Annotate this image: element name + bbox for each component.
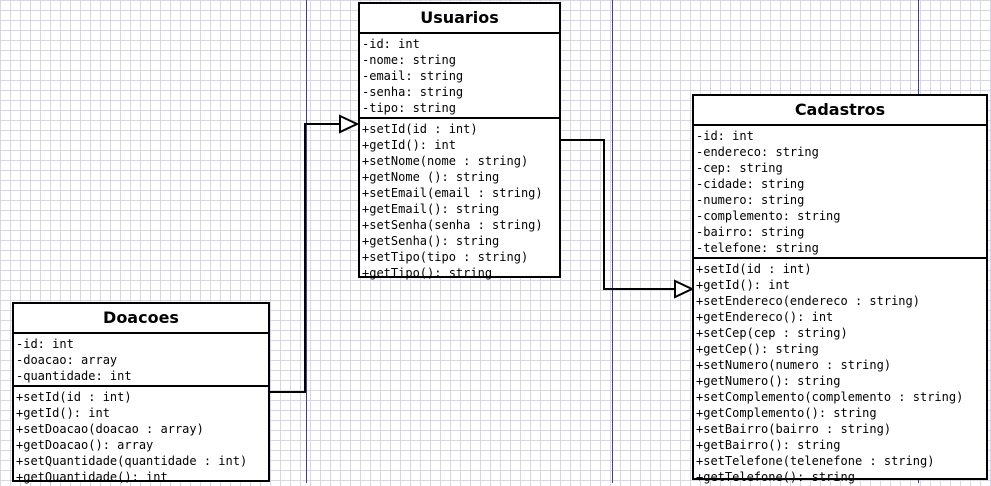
method: +setId(id : int) xyxy=(696,262,812,276)
class-name: Doacoes xyxy=(14,304,268,334)
method: +getTelefone(): string xyxy=(696,470,855,484)
method: +setId(id : int) xyxy=(16,390,132,404)
method: +setSenha(senha : string) xyxy=(362,218,543,232)
method: +getNumero(): string xyxy=(696,374,841,388)
attribute: -nome: string xyxy=(362,53,456,67)
method: +getTipo(): string xyxy=(362,266,493,280)
attribute: -complemento: string xyxy=(696,209,841,223)
method: +setBairro(bairro : string) xyxy=(696,422,892,436)
attribute: -tipo: string xyxy=(362,101,456,115)
method: +setTipo(tipo : string) xyxy=(362,250,529,264)
method: +setNome(nome : string) xyxy=(362,154,529,168)
method: +setComplemento(complemento : string) xyxy=(696,390,964,404)
attribute: -doacao: array xyxy=(16,353,118,367)
class-usuarios[interactable]: Usuarios -id: int -nome: string -email: … xyxy=(358,2,561,280)
method: +getBairro(): string xyxy=(696,438,841,452)
attribute: -telefone: string xyxy=(696,241,819,255)
class-name: Usuarios xyxy=(360,4,559,34)
method: +getId(): int xyxy=(16,406,110,420)
methods-section: +setId(id : int) +getId(): int +setDoaca… xyxy=(14,385,268,486)
method: +getSenha(): string xyxy=(362,234,500,248)
method: +getDoacao(): array xyxy=(16,438,154,452)
attribute: -cep: string xyxy=(696,161,783,175)
attributes-section: -id: int -nome: string -email: string -s… xyxy=(360,34,559,117)
class-doacoes[interactable]: Doacoes -id: int -doacao: array -quantid… xyxy=(12,302,270,484)
generalization-connector-doacoes-usuarios[interactable] xyxy=(269,123,340,393)
method: +getNome (): string xyxy=(362,170,500,184)
method: +setTelefone(telenefone : string) xyxy=(696,454,935,468)
method: +setId(id : int) xyxy=(362,122,478,136)
method: +setEmail(email : string) xyxy=(362,186,543,200)
method: +getQuantidade(): int xyxy=(16,470,168,484)
attribute: -senha: string xyxy=(362,85,464,99)
generalization-connector-usuarios-cadastros[interactable] xyxy=(560,139,675,290)
attribute: -quantidade: int xyxy=(16,369,132,383)
page-boundary-line xyxy=(612,0,613,483)
method: +getId(): int xyxy=(696,278,790,292)
method: +setNumero(numero : string) xyxy=(696,358,892,372)
methods-section: +setId(id : int) +getId(): int +setEnder… xyxy=(694,257,986,486)
attribute: -id: int xyxy=(696,129,754,143)
method: +setEndereco(endereco : string) xyxy=(696,294,920,308)
attribute: -id: int xyxy=(16,337,74,351)
class-cadastros[interactable]: Cadastros -id: int -endereco: string -ce… xyxy=(692,94,988,484)
method: +getCep(): string xyxy=(696,342,819,356)
method: +getEndereco(): int xyxy=(696,310,834,324)
attributes-section: -id: int -doacao: array -quantidade: int xyxy=(14,334,268,385)
inheritance-arrowhead-icon xyxy=(674,279,695,299)
attribute: -bairro: string xyxy=(696,225,805,239)
page-boundary-line xyxy=(306,0,307,483)
attribute: -endereco: string xyxy=(696,145,819,159)
method: +getComplemento(): string xyxy=(696,406,877,420)
method: +setQuantidade(quantidade : int) xyxy=(16,454,248,468)
method: +getEmail(): string xyxy=(362,202,500,216)
class-name: Cadastros xyxy=(694,96,986,126)
method: +getId(): int xyxy=(362,138,456,152)
methods-section: +setId(id : int) +getId(): int +setNome(… xyxy=(360,117,559,282)
attribute: -cidade: string xyxy=(696,177,805,191)
method: +setCep(cep : string) xyxy=(696,326,848,340)
attributes-section: -id: int -endereco: string -cep: string … xyxy=(694,126,986,257)
attribute: -email: string xyxy=(362,69,464,83)
inheritance-arrowhead-icon xyxy=(339,114,360,134)
attribute: -id: int xyxy=(362,37,420,51)
method: +setDoacao(doacao : array) xyxy=(16,422,204,436)
attribute: -numero: string xyxy=(696,193,805,207)
